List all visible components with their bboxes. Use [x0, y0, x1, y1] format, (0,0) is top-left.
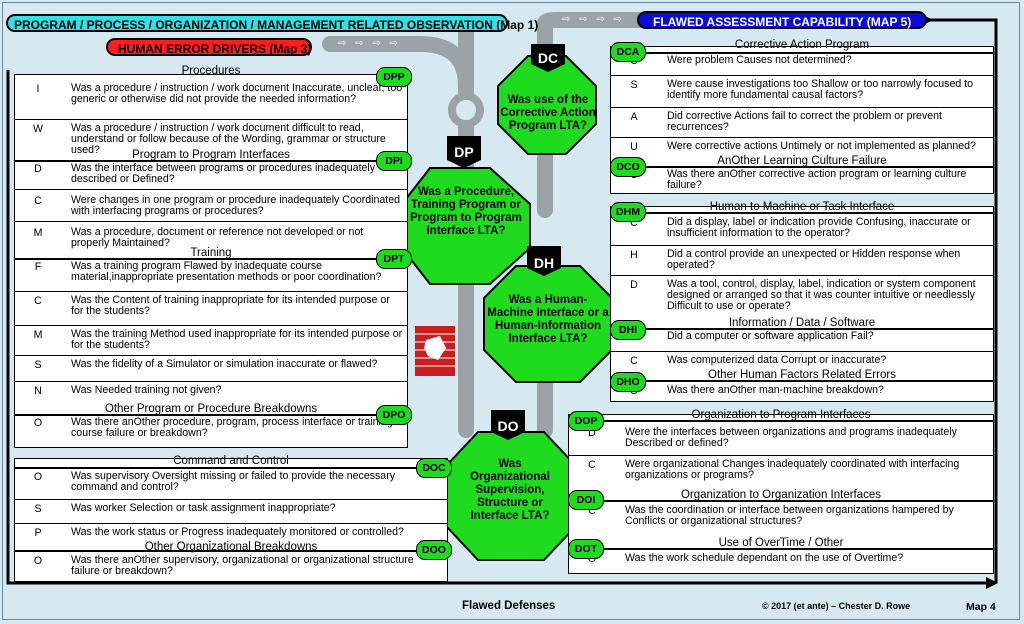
badge-dca: DCA [610, 42, 646, 62]
list-item: O Was there anOther corrective action pr… [630, 168, 967, 191]
list-item: D Were the interfaces between organizati… [588, 426, 957, 449]
dh-code: DH [533, 255, 555, 271]
left-panel-lower: Command and Control O Was supervisory Ov… [14, 455, 448, 582]
do-code: DO [497, 418, 519, 434]
training-divider [14, 258, 388, 260]
map5-label: FLAWED ASSESSMENT CAPABILITY (MAP 5) [637, 11, 927, 29]
list-item: D Was the interface between programs or … [34, 162, 376, 185]
dc-code: DC [537, 50, 559, 66]
right-panel-hmi: Human to Machine or Task Interface C Did… [610, 201, 994, 402]
list-item: M Was the training Method used inappropr… [33, 328, 403, 351]
list-item: O Was there anOther supervisory, organiz… [33, 554, 414, 577]
list-item: S Was the fidelity of a Simulator or sim… [34, 358, 378, 371]
badge-dhm: DHM [610, 202, 646, 222]
p2p-divider [14, 160, 388, 162]
dp-question: Was a Procedure, Training Program or Pro… [410, 186, 522, 237]
cap-header: Corrective Action Program [734, 39, 870, 51]
list-item: M Was a procedure, document or reference… [33, 226, 364, 249]
badge-dot: DOT [568, 539, 604, 559]
map1-label: PROGRAM / PROCESS / ORGANIZATION / MANAG… [6, 14, 538, 32]
info-header: Information / Data / Software [728, 317, 876, 329]
left-panel-upper: Procedures I Was a procedure / instructi… [14, 65, 408, 448]
badge-doo: DOO [416, 540, 452, 560]
octagon-dc [497, 55, 597, 155]
right-panel-cap: Corrective Action Program C Were problem… [610, 39, 994, 194]
list-item: H Did a control provide an unexpected or… [630, 248, 961, 271]
list-item: C Were problem Causes not determined? [630, 54, 852, 67]
badge-dop: DOP [568, 411, 604, 431]
map5-flow-line [928, 18, 998, 583]
list-item: O Was supervisory Oversight missing or f… [33, 470, 396, 493]
list-item: D Was a tool, control, display, label, i… [630, 278, 976, 312]
org-prog-header: Organization to Program Interfaces [691, 409, 871, 421]
list-item: O Was the work schedule dependant on the… [587, 552, 904, 565]
road-loop [448, 92, 484, 128]
road-arrows-map5: ⇨ ⇨ ⇨ ⇨ [562, 14, 625, 25]
list-item: S Were cause investigations too Shallow … [630, 78, 974, 101]
other-hf-header: Other Human Factors Related Errors [708, 369, 896, 381]
dp-code: DP [454, 144, 474, 160]
list-item: W Was a procedure / instruction / work d… [33, 122, 386, 156]
hmi-header: Human to Machine or Task Interface [709, 201, 895, 213]
badge-dpt: DPT [376, 249, 412, 269]
left-flow-line [6, 70, 990, 585]
list-item: O Was there anOther procedure, program, … [33, 416, 393, 439]
p2p-header: Program to Program Interfaces [132, 149, 290, 161]
list-item: I Was a procedure / instruction / work d… [36, 82, 403, 105]
other-prog-header: Other Program or Procedure Breakdowns [104, 403, 318, 415]
other-org-divider [14, 550, 418, 552]
org-org-header: Organization to Organization Interfaces [680, 489, 882, 501]
list-item: P Was the work status or Progress inadeq… [34, 526, 404, 539]
list-item: C Was the Content of training inappropri… [34, 294, 390, 317]
list-item: C Was the coordination or interface betw… [588, 504, 954, 527]
list-item: A Did corrective Actions fail to correct… [630, 110, 942, 133]
map3-label: HUMAN ERROR DRIVERS (Map 3) [106, 38, 312, 56]
command-divider [14, 467, 418, 469]
badge-dpo: DPO [376, 405, 412, 425]
overtime-header: Use of OverTime / Other [718, 537, 844, 549]
list-item: C Did a display, label or indication pro… [630, 216, 971, 239]
list-item: F Did a computer or software application… [631, 330, 874, 343]
list-item: C Was computerized data Corrupt or inacc… [630, 354, 887, 367]
footer-title: Flawed Defenses [462, 600, 556, 612]
list-item: C Were organizational Changes inadequate… [588, 458, 960, 481]
footer-map: Map 4 [966, 601, 996, 613]
list-item: N Was Needed training not given? [34, 384, 222, 397]
list-item: O Was there anOther man-machine breakdow… [630, 384, 884, 397]
list-item: S Was worker Selection or task assignmen… [34, 502, 336, 515]
badge-doi: DOI [568, 490, 604, 510]
badge-dpi: DPI [376, 151, 412, 171]
dh-question: Was a Human-Machine Interface or a Human… [487, 294, 609, 345]
culture-header: AnOther Learning Culture Failure [717, 155, 887, 167]
road-arrows-map3: ⇨ ⇨ ⇨ ⇨ [338, 38, 401, 49]
badge-dhi: DHI [610, 320, 646, 340]
badge-doc: DOC [416, 458, 452, 478]
other-prog-divider [14, 414, 388, 416]
list-item: C Were changes in one program or procedu… [34, 194, 401, 217]
badge-dho: DHO [610, 372, 646, 392]
training-header: Training [190, 247, 232, 259]
list-item: F Was a training program Flawed by inade… [34, 260, 382, 283]
brick-wall-icon [415, 326, 455, 376]
right-panel-org: Organization to Program Interfaces D Wer… [568, 409, 994, 574]
procedures-header: Procedures [181, 65, 241, 77]
octagon-dh [483, 265, 613, 383]
dc-question: Was use of the Corrective Action Program… [500, 94, 596, 132]
list-item: U Were corrective actions Untimely or no… [630, 140, 976, 153]
footer-copyright: © 2017 (et ante) – Chester D. Rowe [762, 601, 911, 611]
badge-dco: DCO [610, 157, 646, 177]
badge-dpp: DPP [376, 67, 412, 87]
command-header: Command and Control [173, 455, 289, 467]
do-question: Was Organizational Supervision, Structur… [470, 458, 550, 522]
flow-arrowhead [986, 577, 998, 589]
